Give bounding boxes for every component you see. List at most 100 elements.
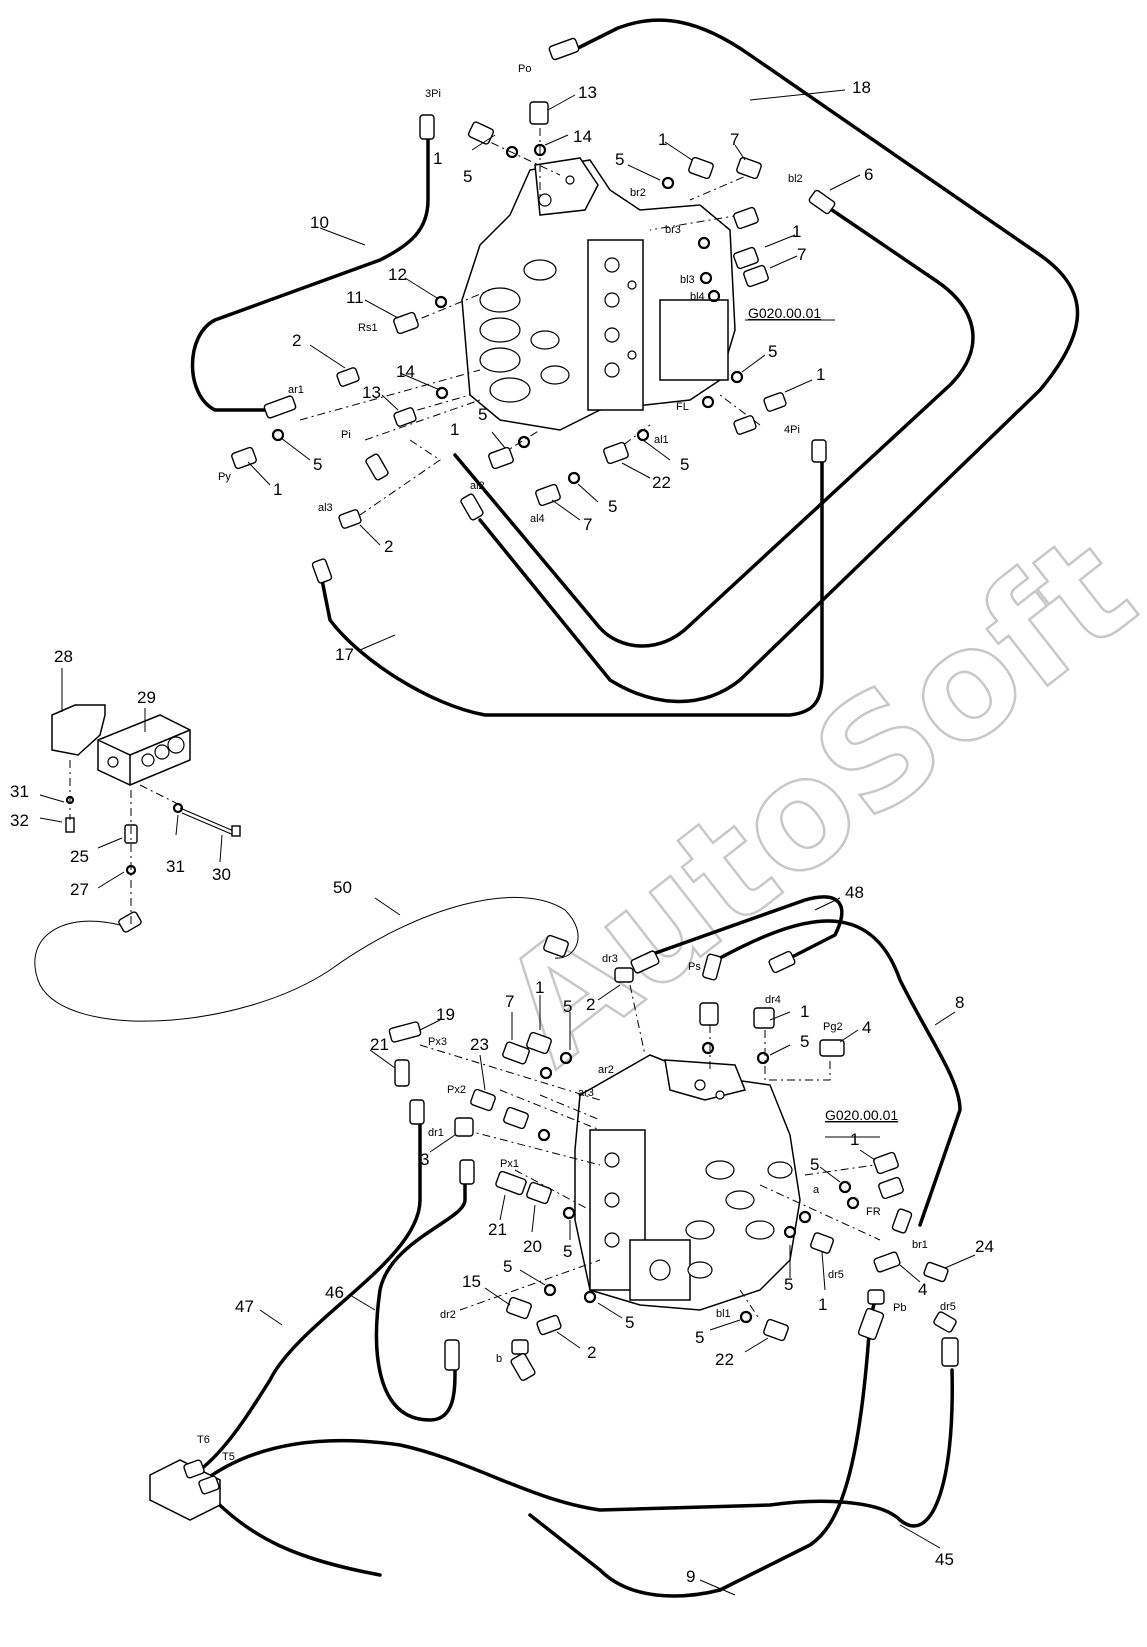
callout: 50 xyxy=(333,878,352,897)
callout: 5 xyxy=(695,1328,704,1347)
port-t5 xyxy=(198,1475,220,1495)
bolt-32 xyxy=(65,817,75,833)
callout: 1 xyxy=(433,149,442,168)
callout: 31 xyxy=(10,782,29,801)
port-label: dr1 xyxy=(428,1127,444,1139)
hose-8 xyxy=(718,919,962,1227)
oring-5-al1 xyxy=(636,428,650,442)
callout: 21 xyxy=(488,1220,507,1239)
plug-fr xyxy=(878,1176,904,1200)
adapter-13-top xyxy=(529,101,549,125)
callout: 7 xyxy=(730,130,739,149)
hose-end-dr5 xyxy=(933,1311,957,1333)
valve-top-cap-bottom xyxy=(664,1059,747,1101)
callout: 7 xyxy=(583,515,592,534)
port-label: Py xyxy=(218,471,231,483)
port-label: bl2 xyxy=(788,173,803,185)
callout: 14 xyxy=(396,362,415,381)
callout: 12 xyxy=(388,265,407,284)
callout: 5 xyxy=(615,150,624,169)
callout: 46 xyxy=(325,1283,344,1302)
oring-5-ar2 xyxy=(559,1051,573,1065)
callout: 1 xyxy=(792,222,801,241)
hose-end-al2 xyxy=(460,493,484,521)
manifold-leaders xyxy=(39,668,223,889)
oring-14-pi xyxy=(435,386,449,400)
callout: 28 xyxy=(54,647,73,666)
callout: 5 xyxy=(680,455,689,474)
callout: 5 xyxy=(625,1313,634,1332)
oring-14-top xyxy=(533,143,547,157)
hose-47 xyxy=(198,1113,422,1472)
plug-fl xyxy=(733,415,757,435)
bottom-leaders xyxy=(259,897,976,1596)
adapter-1-br2 xyxy=(688,156,714,180)
callout: 15 xyxy=(462,1272,481,1291)
callout: 5 xyxy=(810,1155,819,1174)
callout: 5 xyxy=(563,997,572,1016)
hose-17 xyxy=(318,453,824,717)
hose-50 xyxy=(34,896,579,1022)
oring-5-dr4 xyxy=(756,1051,770,1065)
sensor-21-px3 xyxy=(394,1059,410,1087)
port-label: al2 xyxy=(470,480,485,492)
callout: 23 xyxy=(470,1035,489,1054)
callout: 5 xyxy=(768,342,777,361)
hose-end-bl2 xyxy=(808,189,836,215)
hose-end-4pi xyxy=(811,439,827,463)
port-label: 4Pi xyxy=(784,424,800,436)
callout: 48 xyxy=(845,883,864,902)
adapter-1-4pi xyxy=(763,392,787,412)
oring-5-py xyxy=(271,428,285,442)
callout: 47 xyxy=(235,1297,254,1316)
port-label: br1 xyxy=(912,1239,928,1251)
oring-5-br3 xyxy=(697,236,711,250)
port-label: Pb xyxy=(893,1302,906,1314)
callout: 22 xyxy=(652,473,671,492)
hose-45 xyxy=(203,1368,954,1528)
oring-5-bl4 xyxy=(707,289,721,303)
oring-5-ps xyxy=(701,1041,715,1055)
callout: 5 xyxy=(478,405,487,424)
hose-end-dr1 xyxy=(409,1099,425,1125)
oring-5-fr xyxy=(846,1196,860,1210)
top-centerlines xyxy=(299,110,761,516)
adapter-1-ps xyxy=(699,1002,719,1026)
hose-end-al3 xyxy=(311,558,333,584)
callout: 9 xyxy=(686,1567,695,1586)
port-label: al4 xyxy=(530,513,545,525)
callout: 5 xyxy=(784,1275,793,1294)
adapter-1-py xyxy=(231,446,257,470)
reference-label-top: G020.00.01 xyxy=(748,305,821,321)
oring-5-dr2 xyxy=(543,1283,557,1297)
tee-2-top xyxy=(336,367,360,387)
reference-label-bottom: G020.00.01 xyxy=(825,1107,898,1123)
callout: 1 xyxy=(273,480,282,499)
callout: 2 xyxy=(292,331,301,350)
top-hoses xyxy=(190,18,1080,717)
callout: 14 xyxy=(573,127,592,146)
tee-4-pb xyxy=(873,1251,901,1273)
bracket-flange xyxy=(75,704,106,736)
bottom-hoses xyxy=(34,895,962,1598)
callout: 32 xyxy=(10,811,29,830)
spool-caps-top xyxy=(479,259,570,403)
callout: 1 xyxy=(850,1130,859,1149)
port-label: ar3 xyxy=(578,1087,594,1099)
oring-5-3pi xyxy=(505,145,519,159)
callout: 1 xyxy=(658,130,667,149)
callout: 10 xyxy=(310,213,329,232)
bolt-30 xyxy=(179,807,237,833)
hose-end-9-b xyxy=(510,1353,536,1381)
port-label: Pg2 xyxy=(823,1021,843,1033)
callout: 31 xyxy=(166,857,185,876)
sensor-21-px1 xyxy=(495,1170,527,1196)
manifold-assembly xyxy=(51,704,241,933)
adapter-20 xyxy=(526,1181,552,1205)
port-label: dr5 xyxy=(940,1301,956,1313)
port-label: Ps xyxy=(688,961,701,973)
adapter-13-pi xyxy=(393,407,417,427)
hose-end-ar1 xyxy=(263,395,297,419)
callout-numbers: 18 13 14 1 5 1 5 7 6 10 1 7 12 11 2 14 1… xyxy=(10,78,994,1586)
callout: 5 xyxy=(503,1257,512,1276)
